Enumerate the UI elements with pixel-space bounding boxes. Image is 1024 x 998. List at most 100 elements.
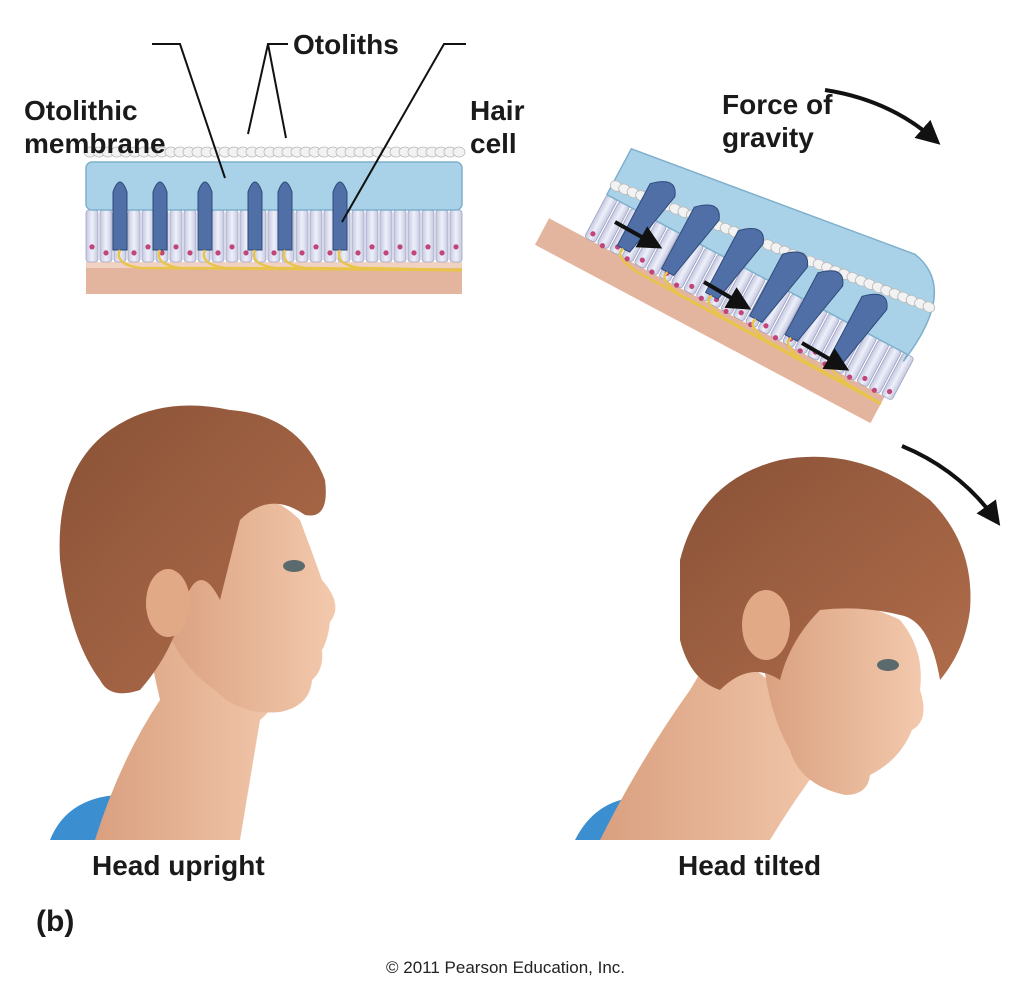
hair-cells [616,181,888,366]
cell-nucleus [243,250,249,256]
face [760,597,924,795]
leader-otolithic-membrane [152,43,226,179]
nerve-fiber [337,249,463,272]
nerve-fiber [202,249,463,272]
basement-tissue [534,218,885,424]
cell-nucleus [738,310,744,316]
cell-nucleus [599,243,606,249]
hair-cell [660,204,720,277]
shift-arrow [614,220,663,249]
supporting-cell [421,209,435,263]
cell-nucleus [215,250,221,256]
cell-nucleus [187,250,193,256]
head-tilt-arrow [901,444,1001,526]
hair-cell [749,251,809,324]
supporting-cell [85,209,99,263]
nerve-fiber [707,294,882,405]
cell-nucleus [624,256,630,262]
hair [59,405,326,694]
otolith [922,301,936,313]
cell-nucleus [847,374,853,380]
hair-cell [616,181,676,253]
hair-cell [828,293,888,366]
copyright: © 2011 Pearson Education, Inc. [386,958,626,977]
cell-nucleus [369,244,375,250]
cell-nucleus [411,250,417,256]
cell-nucleus [397,244,403,250]
hair-cell [277,181,293,251]
cell-nucleus [173,244,179,250]
nerve-fibers [619,247,882,405]
hair-cells [112,181,348,251]
cell-nucleus [425,244,431,250]
supporting-cell [365,209,379,263]
nerve-fiber [117,249,463,272]
hair-cell [704,228,764,300]
hair-cell [247,181,263,251]
cell-nucleus [89,244,95,250]
cell-nucleus [145,244,151,250]
supporting-cell [881,353,914,400]
nerve-fiber [786,336,882,405]
head-tilted [575,456,971,840]
otolith-crystals [83,146,466,158]
cell-nucleus [313,244,319,250]
hair-cell [112,181,128,251]
cell-nucleus [131,250,137,256]
supporting-cell [309,209,323,263]
cell-nucleus [383,250,389,256]
cell-nucleus [862,375,868,382]
shift-arrow [702,280,752,310]
supporting-cell [141,209,155,263]
ear [146,569,190,637]
hair-cell [152,181,168,251]
nerve-fiber [282,249,463,272]
nerve-fiber [751,318,882,405]
ear [742,590,790,660]
cell-nucleus [673,282,680,288]
supporting-cell [169,209,183,263]
cell-nucleus [299,250,305,256]
cell-nucleus [639,257,645,263]
cell-nucleus [590,231,596,237]
cell-nucleus [797,348,803,354]
cell-nucleus [103,250,109,256]
cell-nucleus [886,388,893,395]
cell-nucleus [698,295,704,301]
leader-otoliths [247,43,288,139]
cell-nucleus [763,323,769,329]
cell-nucleus [355,250,361,256]
supporting-cell [393,209,407,263]
cell-nucleus [772,335,779,341]
nerve-fiber [663,271,882,405]
otolithic-membrane [85,161,463,211]
cell-nucleus [871,387,877,393]
cell-nucleus [439,250,445,256]
cell-nucleus [327,250,333,256]
nerve-fibers [117,249,463,272]
cell-nucleus [649,269,655,275]
head-upright [50,405,336,840]
shift-arrow [800,341,850,371]
cell-nucleus [271,250,277,256]
cell-nucleus [689,283,695,290]
hair-cell [197,181,213,251]
tilted-macula [534,147,936,424]
upright-macula [83,146,466,294]
cell-nucleus [723,308,729,315]
supporting-cell-layer [85,209,463,263]
caption-head-tilted: Head tilted [678,850,822,881]
otolith [452,146,466,158]
cell-nucleus [229,244,235,250]
label-otoliths: Otoliths [293,29,399,60]
supporting-cell [225,209,239,263]
hair-cell [784,270,844,342]
nerve-fiber [252,249,463,272]
eye [283,560,305,572]
nerve-fiber [157,249,463,272]
